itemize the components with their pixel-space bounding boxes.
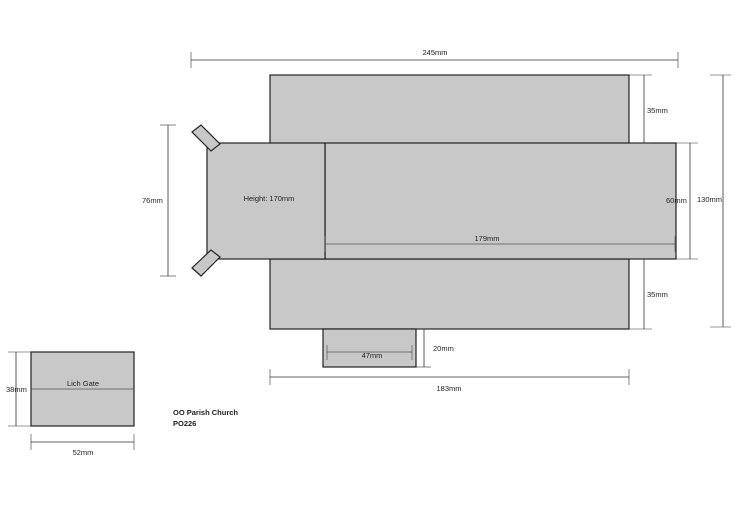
label-total-width: 245mm — [422, 48, 447, 57]
south-transept-block — [269, 258, 630, 330]
label-lich-gate: Lich Gate — [67, 379, 99, 388]
label-nave-height: 60mm — [666, 196, 687, 205]
label-lich-gate-width: 52mm — [73, 448, 94, 457]
tower-block — [206, 142, 326, 260]
caption-code: PO226 — [173, 419, 196, 428]
label-nave-length: 179mm — [474, 234, 499, 243]
buttress-top — [191, 124, 221, 152]
caption-title: OO Parish Church — [173, 408, 238, 417]
label-porch-height: 20mm — [433, 344, 454, 353]
label-right-total: 130mm — [697, 195, 722, 204]
label-lich-gate-height: 38mm — [6, 385, 27, 394]
label-porch-width: 47mm — [362, 351, 383, 360]
nave-block — [324, 142, 677, 260]
label-top-wing: 35mm — [647, 106, 668, 115]
label-bottom-wing: 35mm — [647, 290, 668, 299]
label-tower-height: Height: 170mm — [244, 194, 295, 203]
north-transept-block — [269, 74, 630, 145]
label-transept-width: 183mm — [436, 384, 461, 393]
buttress-bottom — [191, 249, 221, 277]
label-left-height: 76mm — [142, 196, 163, 205]
porch-block — [322, 328, 417, 368]
